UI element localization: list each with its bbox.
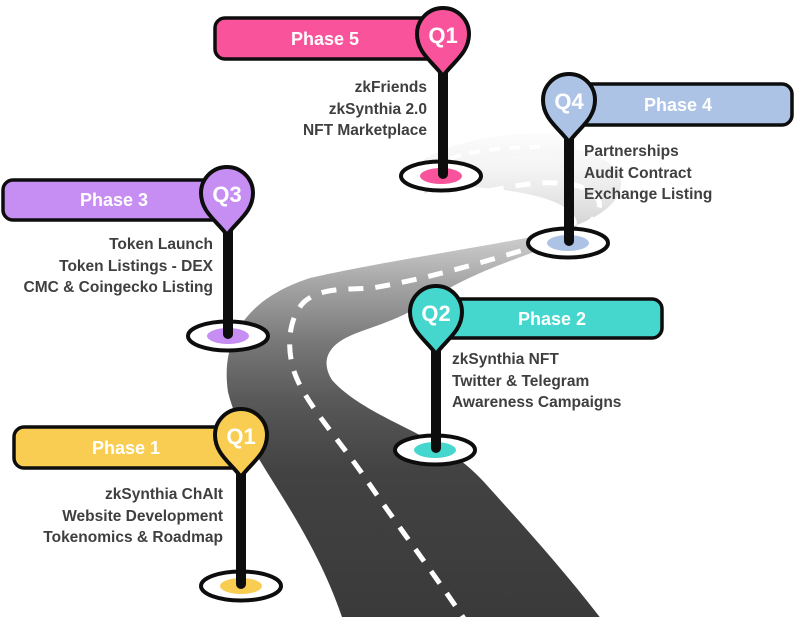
phase3-items: Token Launch Token Listings - DEX CMC & … [24, 234, 213, 299]
phase3-pin [198, 165, 256, 239]
road-center-dashes [287, 180, 602, 617]
pin-poles [223, 65, 574, 589]
phase4-quarter: Q4 [554, 89, 584, 114]
phase4-pin [540, 72, 598, 146]
list-item: zkSynthia NFT [452, 351, 559, 368]
quarter-pins: Q1 Q4 Q3 Q2 Q1 [198, 6, 598, 481]
phase1-items: zkSynthia ChAIt Website Development Toke… [43, 484, 223, 549]
list-item: Tokenomics & Roadmap [43, 529, 223, 546]
list-item: NFT Marketplace [302, 122, 427, 139]
list-item: zkFriends [354, 79, 427, 96]
phase3-quarter: Q3 [212, 182, 241, 207]
list-item: Token Listings - DEX [59, 257, 213, 275]
phase1-label: Phase 1 [92, 438, 160, 458]
phase5-items: zkFriends zkSynthia 2.0 NFT Marketplace [303, 77, 427, 142]
phase1-pin [212, 407, 270, 481]
pin-bases [186, 159, 610, 603]
phase5-quarter: Q1 [428, 23, 457, 48]
list-item: Partnerships [584, 143, 679, 160]
phase2-label: Phase 2 [518, 309, 586, 329]
phase1-quarter: Q1 [226, 424, 255, 449]
phase5-label: Phase 5 [291, 29, 359, 49]
list-item: Twitter & Telegram [452, 372, 590, 390]
list-item: Token Launch [109, 236, 213, 253]
list-item: zkSynthia ChAIt [105, 486, 223, 503]
list-item: Audit Contract [584, 164, 692, 182]
list-item: Exchange Listing [584, 186, 713, 203]
phase3-label: Phase 3 [80, 190, 148, 210]
phase5-pin [414, 6, 472, 80]
list-item: zkSynthia 2.0 [328, 100, 427, 118]
phase2-items: zkSynthia NFT Twitter & Telegram Awarene… [452, 349, 621, 414]
phase2-quarter: Q2 [421, 301, 450, 326]
phase4-items: Partnerships Audit Contract Exchange Lis… [584, 141, 712, 206]
phase4-label: Phase 4 [644, 95, 712, 115]
list-item: Awareness Campaigns [452, 394, 622, 411]
road-surface [226, 145, 622, 617]
list-item: CMC & Coingecko Listing [23, 279, 213, 296]
phase2-pin [407, 284, 465, 358]
phase-bar-labels: Phase 5 Phase 4 Phase 3 Phase 2 Phase 1 [80, 29, 712, 458]
list-item: Website Development [62, 507, 223, 525]
